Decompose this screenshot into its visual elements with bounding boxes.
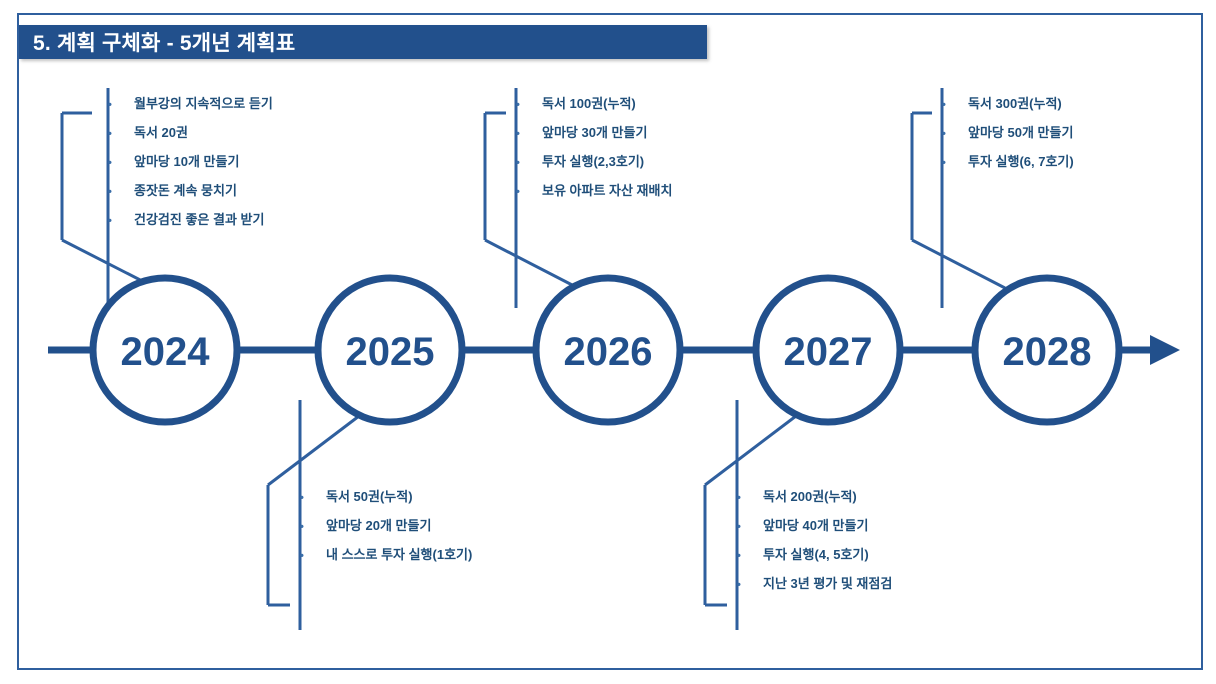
list-item: •독서 50권(누적) bbox=[300, 483, 472, 512]
list-item: •독서 20권 bbox=[108, 119, 273, 148]
leader-2028 bbox=[910, 88, 1006, 308]
list-item: •월부강의 지속적으로 듣기 bbox=[108, 90, 273, 119]
bullet-icon: • bbox=[942, 99, 946, 111]
milestone-year-2026: 2026 bbox=[564, 330, 653, 374]
bullet-icon: • bbox=[516, 186, 520, 198]
list-item: •독서 200권(누적) bbox=[737, 483, 892, 512]
arrow-right-icon bbox=[1150, 335, 1180, 365]
milestone-year-2025: 2025 bbox=[346, 330, 435, 374]
list-item: •지난 3년 평가 및 재점검 bbox=[737, 570, 892, 599]
bullet-icon: • bbox=[737, 492, 741, 504]
milestone-year-2027: 2027 bbox=[784, 330, 873, 374]
milestone-circle-2028[interactable]: 2028 bbox=[971, 274, 1123, 426]
list-item: •종잣돈 계속 뭉치기 bbox=[108, 177, 273, 206]
list-item: •건강검진 좋은 결과 받기 bbox=[108, 206, 273, 235]
callout-2024: •월부강의 지속적으로 듣기 •독서 20권 •앞마당 10개 만들기 •종잣돈… bbox=[108, 90, 273, 235]
list-item: •투자 실행(2,3호기) bbox=[516, 148, 672, 177]
milestone-year-2024: 2024 bbox=[121, 330, 211, 374]
bullet-icon: • bbox=[108, 186, 112, 198]
list-item: •보유 아파트 자산 재배치 bbox=[516, 177, 672, 206]
list-item: •앞마당 20개 만들기 bbox=[300, 512, 472, 541]
title-banner: 5. 계획 구체화 - 5개년 계획표 bbox=[19, 25, 707, 59]
milestone-circle-2025[interactable]: 2025 bbox=[314, 274, 466, 426]
milestone-circle-2024[interactable]: 2024 bbox=[89, 274, 241, 426]
list-item: •투자 실행(6, 7호기) bbox=[942, 148, 1074, 177]
callout-2028: •독서 300권(누적) •앞마당 50개 만들기 •투자 실행(6, 7호기) bbox=[942, 90, 1074, 177]
list-item: •독서 100권(누적) bbox=[516, 90, 672, 119]
list-item: •앞마당 10개 만들기 bbox=[108, 148, 273, 177]
bullet-icon: • bbox=[737, 579, 741, 591]
list-item: •앞마당 50개 만들기 bbox=[942, 119, 1074, 148]
bullet-icon: • bbox=[942, 128, 946, 140]
list-item: •독서 300권(누적) bbox=[942, 90, 1074, 119]
list-item: •내 스스로 투자 실행(1호기) bbox=[300, 541, 472, 570]
bullet-icon: • bbox=[516, 157, 520, 169]
milestone-circle-2026[interactable]: 2026 bbox=[532, 274, 684, 426]
bullet-icon: • bbox=[300, 492, 304, 504]
bullet-icon: • bbox=[942, 157, 946, 169]
leader-2024 bbox=[60, 88, 151, 308]
leader-2027 bbox=[703, 400, 801, 630]
bullet-icon: • bbox=[108, 128, 112, 140]
callout-2026: •독서 100권(누적) •앞마당 30개 만들기 •투자 실행(2,3호기) … bbox=[516, 90, 672, 206]
bullet-icon: • bbox=[737, 550, 741, 562]
page-title: 5. 계획 구체화 - 5개년 계획표 bbox=[33, 32, 296, 55]
milestone-year-2028: 2028 bbox=[1003, 330, 1092, 374]
list-item: •앞마당 40개 만들기 bbox=[737, 512, 892, 541]
leader-2026 bbox=[483, 88, 579, 308]
bullet-icon: • bbox=[300, 550, 304, 562]
bullet-icon: • bbox=[108, 99, 112, 111]
callout-2025: •독서 50권(누적) •앞마당 20개 만들기 •내 스스로 투자 실행(1호… bbox=[300, 483, 472, 570]
bullet-icon: • bbox=[300, 521, 304, 533]
bullet-icon: • bbox=[737, 521, 741, 533]
list-item: •투자 실행(4, 5호기) bbox=[737, 541, 892, 570]
bullet-icon: • bbox=[516, 128, 520, 140]
bullet-icon: • bbox=[108, 157, 112, 169]
milestone-circle-2027[interactable]: 2027 bbox=[752, 274, 904, 426]
list-item: •앞마당 30개 만들기 bbox=[516, 119, 672, 148]
leader-2025 bbox=[266, 400, 364, 630]
callout-2027: •독서 200권(누적) •앞마당 40개 만들기 •투자 실행(4, 5호기)… bbox=[737, 483, 892, 599]
bullet-icon: • bbox=[108, 215, 112, 227]
bullet-icon: • bbox=[516, 99, 520, 111]
